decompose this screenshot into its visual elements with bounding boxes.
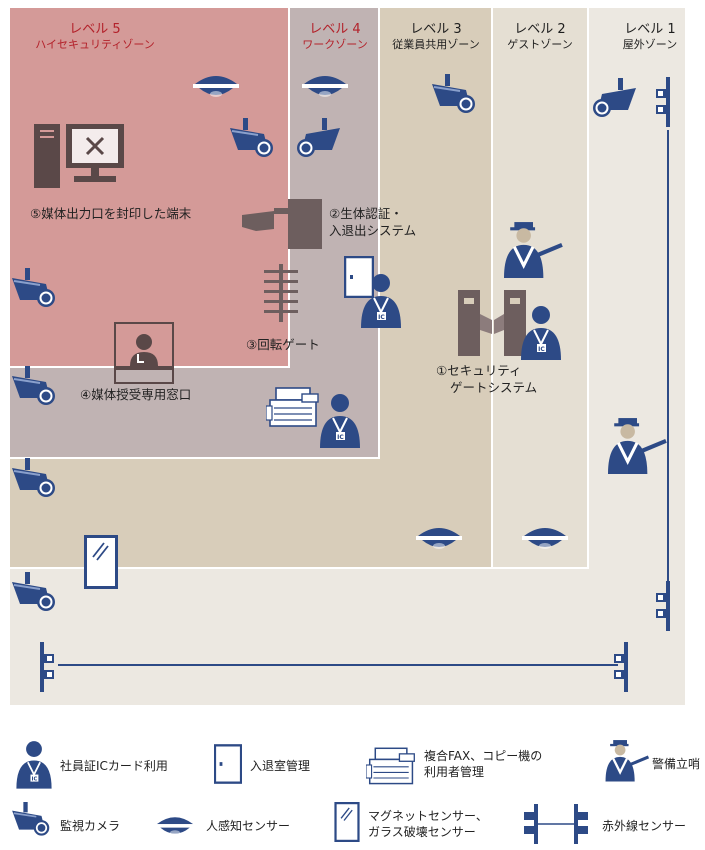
legend-copier-text: 複合FAX、コピー機の 利用者管理 xyxy=(424,748,542,780)
label-security-gate: ①セキュリティ ゲートシステム xyxy=(436,362,537,396)
level-1-subtitle: 屋外ゾーン xyxy=(622,38,678,51)
magnet-sensor-icon xyxy=(84,535,118,589)
label-biometric-line2: 入退出システム xyxy=(329,223,417,238)
legend-magnet-sensor-text-line2: ガラス破壊センサー xyxy=(368,825,476,839)
motion-sensor-icon xyxy=(520,522,570,552)
level-2-header: レベル 2 ゲストゾーン xyxy=(493,22,587,52)
camera-icon xyxy=(228,118,278,162)
infrared-sensor-icon xyxy=(610,640,640,694)
level-4-header: レベル 4 ワークゾーン xyxy=(290,22,380,52)
terminal-computer-icon xyxy=(34,124,124,188)
label-biometric-line1: ②生体認証・ xyxy=(329,206,403,221)
infrared-beam-line xyxy=(58,664,618,666)
zone-divider xyxy=(288,8,290,366)
legend-magnet-sensor-text-line1: マグネットセンサー、 xyxy=(368,809,488,823)
legend-door-text: 入退室管理 xyxy=(250,759,311,773)
legend-door-icon xyxy=(214,744,242,784)
legend-person-ic-card-icon xyxy=(12,739,56,789)
level-4-subtitle: ワークゾーン xyxy=(302,38,368,51)
level-3-header: レベル 3 従業員共用ゾーン xyxy=(380,22,492,52)
level-4-title: レベル 4 xyxy=(309,22,361,37)
legend-camera-text: 監視カメラ xyxy=(60,819,121,833)
person-ic-card-icon xyxy=(356,272,406,328)
camera-icon xyxy=(292,118,342,162)
guard-icon xyxy=(598,416,676,474)
legend-motion-sensor-text: 人感知センサー xyxy=(206,819,291,833)
legend-person-ic-card-text: 社員証ICカード利用 xyxy=(60,759,168,773)
camera-icon xyxy=(588,78,638,122)
infrared-sensor-icon xyxy=(652,580,682,632)
level-5-title: レベル 5 xyxy=(69,22,121,37)
infrared-sensor-icon xyxy=(652,72,682,132)
level-5-header: レベル 5 ハイセキュリティゾーン xyxy=(20,22,170,52)
level-2-subtitle: ゲストゾーン xyxy=(507,38,573,51)
legend-copier-text-line2: 利用者管理 xyxy=(424,765,485,779)
motion-sensor-icon xyxy=(191,70,241,100)
legend-camera-icon xyxy=(10,802,54,840)
rotary-gate-icon xyxy=(264,264,298,322)
legend-guard-text: 警備立哨 xyxy=(652,757,701,771)
motion-sensor-icon xyxy=(300,70,350,100)
guard-icon xyxy=(494,220,572,278)
person-ic-card-icon xyxy=(516,304,566,360)
service-window-icon xyxy=(114,322,174,384)
legend-copier-icon xyxy=(366,744,418,786)
legend-magnet-sensor-icon xyxy=(334,802,360,842)
label-security-gate-line1: ①セキュリティ xyxy=(436,363,522,378)
motion-sensor-icon xyxy=(414,522,464,552)
camera-icon xyxy=(430,74,480,118)
biometric-scanner-icon xyxy=(242,199,322,249)
legend-motion-sensor-icon xyxy=(152,812,198,838)
level-1-title: レベル 1 xyxy=(624,22,676,37)
level-3-subtitle: 従業員共用ゾーン xyxy=(392,38,480,51)
camera-icon xyxy=(10,572,60,616)
level-3-title: レベル 3 xyxy=(410,22,462,37)
legend-infrared-sensor-icon xyxy=(524,804,588,844)
zone-divider xyxy=(10,457,380,459)
zone-divider xyxy=(587,8,589,568)
legend-magnet-sensor-text: マグネットセンサー、 ガラス破壊センサー xyxy=(368,808,488,840)
legend-infrared-sensor-text: 赤外線センサー xyxy=(602,819,687,833)
level-2-title: レベル 2 xyxy=(514,22,566,37)
label-rotary-gate: ③回転ゲート xyxy=(246,337,320,352)
camera-icon xyxy=(10,268,60,312)
label-sealed-terminal: ⑤媒体出力口を封印した端末 xyxy=(30,206,192,221)
label-security-gate-line2: ゲートシステム xyxy=(450,380,538,395)
infrared-sensor-icon xyxy=(28,640,58,694)
security-gate-icon xyxy=(458,290,526,356)
label-biometric: ②生体認証・ 入退出システム xyxy=(329,205,416,239)
infrared-beam-line xyxy=(667,130,669,584)
zone-divider xyxy=(10,567,589,569)
level-1-header: レベル 1 屋外ゾーン xyxy=(610,22,690,52)
level-5-subtitle: ハイセキュリティゾーン xyxy=(35,38,155,51)
zone-divider xyxy=(491,8,493,568)
legend-copier-text-line1: 複合FAX、コピー機の xyxy=(424,749,543,763)
camera-icon xyxy=(10,458,60,502)
label-media-window: ④媒体授受専用窓口 xyxy=(80,387,192,402)
legend-guard-icon xyxy=(604,738,650,782)
person-ic-card-icon xyxy=(314,392,366,448)
camera-icon xyxy=(10,366,60,410)
zone-divider xyxy=(378,8,380,458)
